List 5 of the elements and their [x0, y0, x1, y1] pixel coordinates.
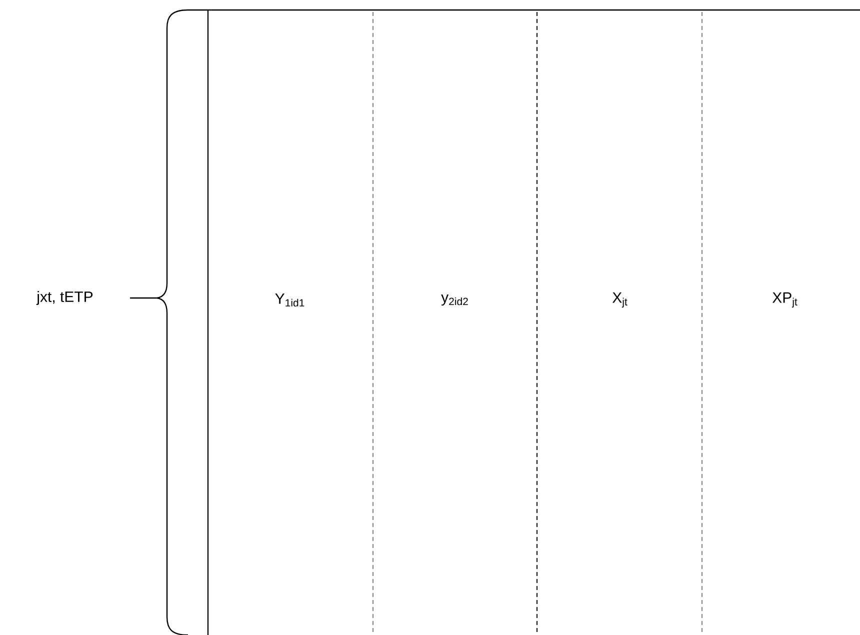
column-label: XP$_{jt}$ — [772, 292, 798, 308]
column-label: Y$_{1id1}$ — [275, 293, 304, 307]
column-label: y$_{2id2}$ — [441, 294, 468, 306]
column-label: X$_{jt}$ — [612, 292, 628, 308]
row-label: jxt, tETP — [36, 291, 93, 305]
